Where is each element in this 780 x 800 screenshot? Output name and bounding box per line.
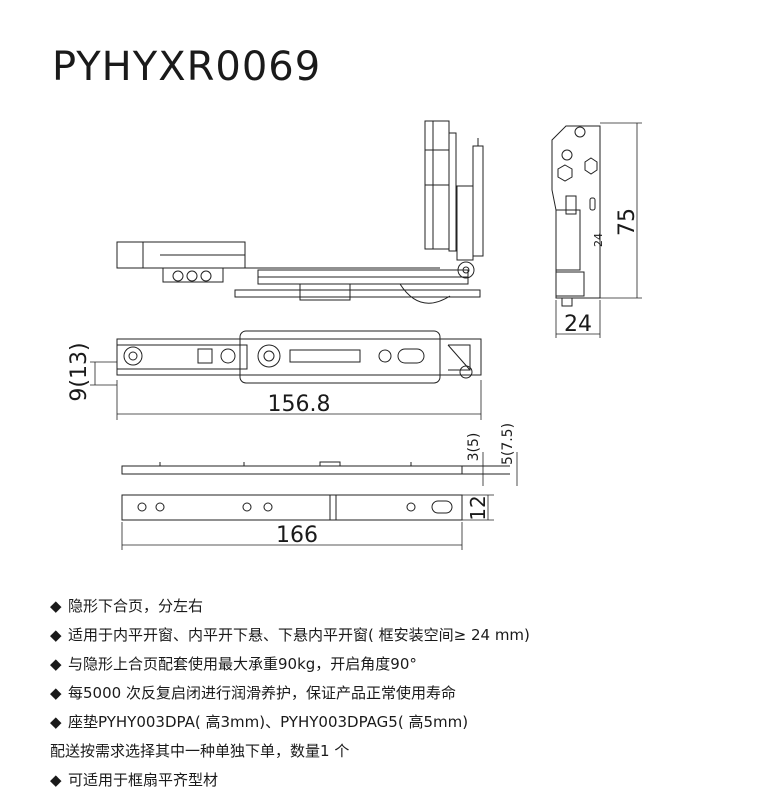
diamond-bullet-icon: ◆ [50,771,62,789]
feature-item: ◆ 与隐形上合页配套使用最大承重90kg，开启角度90° [50,650,750,679]
technical-drawing: 75 24 24 9(13) 156.8 3(5) 5(7.5) 12 166 [67,120,642,550]
feature-text: 与隐形上合页配套使用最大承重90kg，开启角度90° [68,655,417,673]
hinge-front-view [116,120,484,304]
diamond-bullet-icon: ◆ [50,655,62,673]
dim-side-height: 75 [615,208,640,236]
feature-item: ◆ 可适用于框扇平齐型材 [50,766,750,795]
dim-side-inner: 24 [592,233,605,247]
pad-plan-view [121,494,463,521]
feature-item: ◆ 每5000 次反复启闭进行润滑养护，保证产品正常使用寿命 [50,679,750,708]
feature-item: ◆ 隐形下合页，分左右 [50,592,750,621]
dimension-lines [90,122,642,550]
diamond-bullet-icon: ◆ [50,713,62,731]
feature-text: 可适用于框扇平齐型材 [68,771,219,789]
feature-text: 隐形下合页，分左右 [68,597,204,615]
diamond-bullet-icon: ◆ [50,597,62,615]
product-title: PYHYXR0069 [52,44,322,90]
feature-text: 配送按需求选择其中一种单独下单，数量1 个 [50,742,350,760]
dim-pad-length: 166 [276,523,318,548]
diamond-bullet-icon: ◆ [50,626,62,644]
feature-text: 适用于内平开窗、内平开下悬、下悬内平开窗( 框安装空间≥ 24 mm) [68,626,530,644]
dim-side-width: 24 [564,312,592,337]
hinge-plan-view [116,330,482,384]
dim-top-offset: 9(13) [67,342,92,401]
dim-pad-height-b: 5(7.5) [500,423,516,465]
pad-edge-view [121,461,510,475]
dim-pad-width: 12 [466,495,490,520]
feature-text: 座垫PYHY003DPA( 高3mm)、PYHY003DPAG5( 高5mm) [68,713,469,731]
feature-list: ◆ 隐形下合页，分左右 ◆ 适用于内平开窗、内平开下悬、下悬内平开窗( 框安装空间≥… [50,592,750,795]
feature-item: ◆ 座垫PYHY003DPA( 高3mm)、PYHY003DPAG5( 高5mm) [50,708,750,737]
diamond-bullet-icon: ◆ [50,684,62,702]
feature-text: 每5000 次反复启闭进行润滑养护，保证产品正常使用寿命 [68,684,456,702]
dim-pad-height-a: 3(5) [466,433,482,462]
hinge-side-view [551,125,601,307]
feature-note: 配送按需求选择其中一种单独下单，数量1 个 [50,737,750,766]
feature-item: ◆ 适用于内平开窗、内平开下悬、下悬内平开窗( 框安装空间≥ 24 mm) [50,621,750,650]
dim-top-length: 156.8 [268,392,331,417]
